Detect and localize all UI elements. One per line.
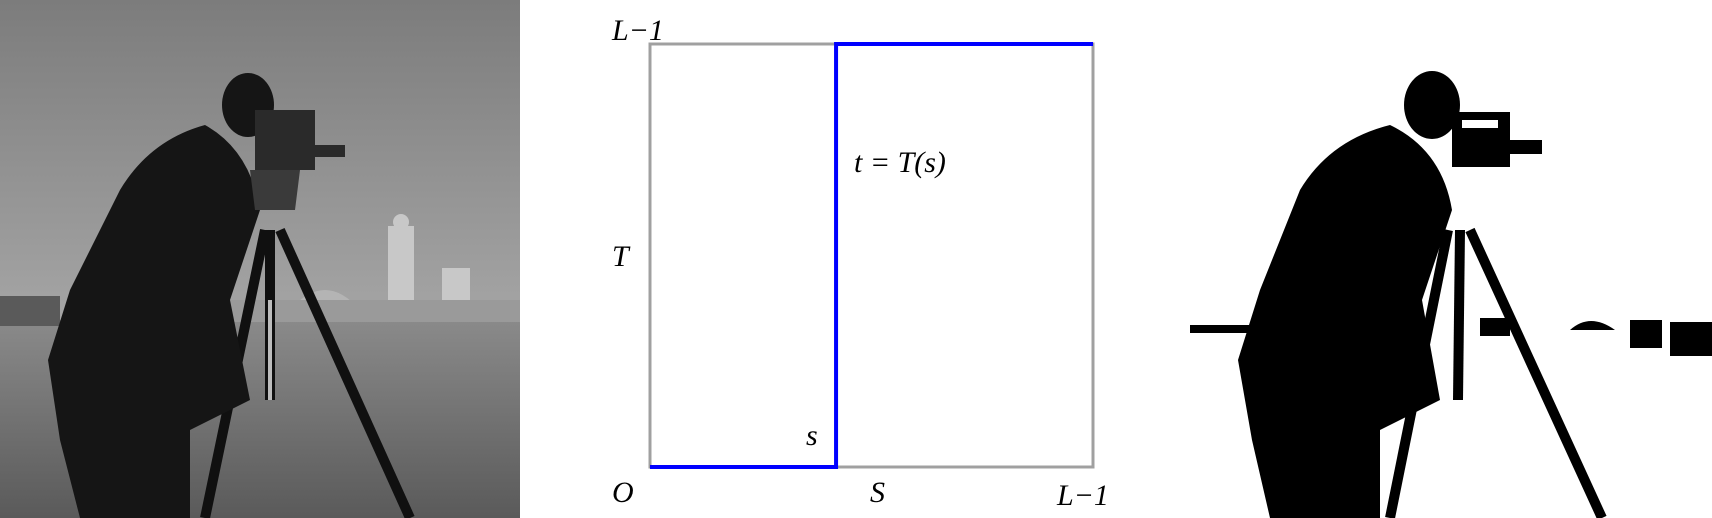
diagram-frame [648, 42, 1095, 469]
function-label: t = T(s) [854, 146, 946, 179]
threshold-label: s [806, 419, 818, 452]
background-buildings [0, 214, 520, 326]
origin-label: O [612, 476, 634, 509]
thresholded-photo-canvas [1190, 0, 1712, 518]
diagram-canvas: L−1 T O S L−1 s t = T(s) [611, 14, 1109, 512]
s-axis-label: S [870, 476, 885, 509]
top-left-label: L−1 [611, 14, 664, 47]
t-axis-label: T [612, 240, 631, 273]
photographer [48, 73, 345, 518]
thresholded-photo [1190, 0, 1712, 518]
threshold-curve [650, 42, 1093, 469]
original-photo [0, 0, 520, 518]
bottom-right-label: L−1 [1056, 479, 1109, 512]
transformation-diagram: L−1 T O S L−1 s t = T(s) [580, 0, 1140, 518]
original-photo-canvas [0, 0, 520, 518]
binary-photographer [1238, 71, 1542, 518]
